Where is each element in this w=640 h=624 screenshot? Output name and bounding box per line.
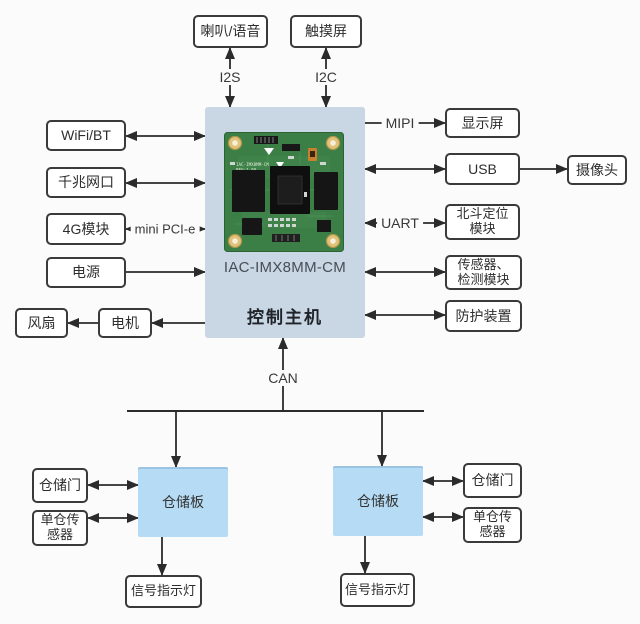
node-gigabit-ethernet: 千兆网口 [46,167,126,198]
node-speaker-voice: 喇叭/语音 [193,15,268,48]
pcb-silkscreen-model: IAC-IMX8MM-CM [236,162,269,167]
node-fan: 风扇 [15,308,68,338]
bus-label-mipi: MIPI [381,115,419,131]
node-storage-door-left: 仓储门 [32,468,88,503]
node-motor: 电机 [98,308,152,338]
main-controller-model: IAC-IMX8MM-CM [223,259,347,276]
node-beidou-module: 北斗定位 模块 [445,204,520,240]
node-protection-device: 防护装置 [445,300,522,332]
node-usb: USB [445,153,520,185]
main-controller-name: 控制主机 [247,308,323,327]
node-storage-board-right: 仓储板 [333,466,423,536]
node-bin-sensor-right: 单仓传 感器 [463,507,522,543]
node-main-controller: IAC-IMX8MM-CM REV:1.00 [205,107,365,338]
node-storage-door-right: 仓储门 [463,463,522,498]
node-power: 电源 [46,257,126,288]
node-touchscreen: 触摸屏 [290,15,362,48]
node-bin-sensor-left: 单仓传 感器 [32,510,88,546]
pcb-image: IAC-IMX8MM-CM REV:1.00 [224,132,344,252]
node-signal-light-right: 信号指示灯 [340,573,415,607]
node-4g-module: 4G模块 [46,213,126,245]
node-wifi-bt: WiFi/BT [46,120,126,151]
node-display: 显示屏 [445,108,520,138]
node-sensor-detection-module: 传感器、 检测模块 [445,255,522,290]
bus-label-i2c: I2C [311,69,341,85]
node-camera: 摄像头 [567,155,627,185]
bus-label-i2s: I2S [215,69,245,85]
bus-label-mini-pcie: mini PCI-e [130,221,200,237]
node-storage-board-left: 仓储板 [138,467,228,537]
bus-label-uart: UART [377,215,423,231]
bus-label-can: CAN [264,370,302,386]
node-signal-light-left: 信号指示灯 [125,575,202,608]
